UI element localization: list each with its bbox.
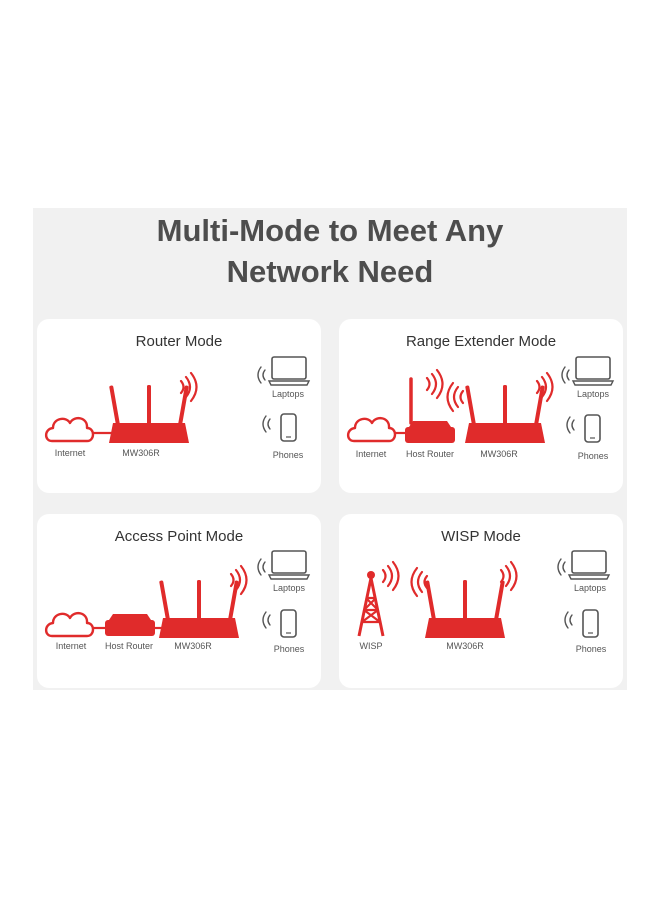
internet-cloud-icon — [44, 611, 95, 638]
mw306r-router-icon — [425, 580, 505, 638]
phone-icon — [582, 609, 599, 638]
mw306r-router-icon — [109, 385, 189, 443]
host-router-label: Host Router — [405, 449, 455, 459]
host-router-label: Host Router — [104, 641, 154, 651]
device-label: MW306R — [480, 449, 518, 459]
phone-signal-icon — [262, 611, 271, 629]
phones-label: Phones — [273, 644, 305, 654]
access-point-mode-card: Access Point Mode Internet Host Router M… — [37, 514, 321, 688]
receive-waves-icon — [410, 566, 429, 598]
card-title-access-point-mode: Access Point Mode — [114, 528, 244, 545]
mw306r-router-icon — [159, 580, 239, 638]
card-title-router-mode: Router Mode — [135, 333, 223, 350]
laptop-signal-icon — [561, 366, 570, 384]
laptops-label: Laptops — [271, 389, 305, 399]
laptop-icon — [568, 550, 610, 580]
phone-signal-icon — [564, 611, 573, 629]
card-title-range-extender-mode: Range Extender Mode — [405, 333, 557, 350]
phones-label: Phones — [575, 644, 607, 654]
laptop-signal-icon — [257, 558, 266, 576]
phones-label: Phones — [577, 451, 609, 461]
card-title-wisp-mode: WISP Mode — [441, 528, 521, 545]
internet-cloud-icon — [44, 416, 95, 443]
laptops-label: Laptops — [576, 389, 610, 399]
phone-signal-icon — [566, 416, 575, 434]
device-label: MW306R — [174, 641, 212, 651]
page-title: Multi-Mode to Meet Any Network Need — [33, 210, 627, 292]
phone-signal-icon — [262, 415, 271, 433]
phone-icon — [584, 414, 601, 443]
laptop-icon — [268, 356, 310, 386]
host-router-icon — [105, 614, 155, 636]
receive-waves-icon — [446, 381, 465, 413]
internet-label: Internet — [55, 641, 87, 651]
phone-icon — [280, 413, 297, 442]
laptops-label: Laptops — [272, 583, 306, 593]
laptop-signal-icon — [257, 366, 266, 384]
internet-label: Internet — [54, 448, 86, 458]
laptop-icon — [268, 550, 310, 580]
wisp-tower-icon — [357, 569, 385, 638]
device-label: MW306R — [122, 448, 160, 458]
wisp-mode-card: WISP Mode WISP MW306R Laptops Phones — [339, 514, 623, 688]
tower-waves-icon — [381, 560, 400, 592]
router-mode-diagram — [44, 356, 310, 443]
mw306r-router-icon — [465, 385, 545, 443]
router-mode-card: Router Mode Internet MW306R Laptops Phon… — [37, 319, 321, 493]
range-extender-mode-card: Range Extender Mode Internet Host Router… — [339, 319, 623, 493]
device-label: MW306R — [446, 641, 484, 651]
internet-cloud-icon — [346, 416, 397, 443]
wisp-mode-diagram — [357, 550, 610, 638]
title-line-1: Multi-Mode to Meet Any — [156, 213, 504, 248]
phones-label: Phones — [272, 450, 304, 460]
host-router-icon — [405, 421, 455, 443]
laptops-label: Laptops — [573, 583, 607, 593]
range-extender-mode-diagram — [346, 356, 614, 443]
laptop-signal-icon — [557, 558, 566, 576]
laptop-icon — [572, 356, 614, 386]
internet-label: Internet — [355, 449, 387, 459]
phone-icon — [280, 609, 297, 638]
host-wifi-waves-icon — [425, 368, 444, 400]
wisp-label: WISP — [359, 641, 383, 651]
title-line-2: Network Need — [226, 254, 434, 289]
access-point-mode-diagram — [44, 550, 310, 638]
